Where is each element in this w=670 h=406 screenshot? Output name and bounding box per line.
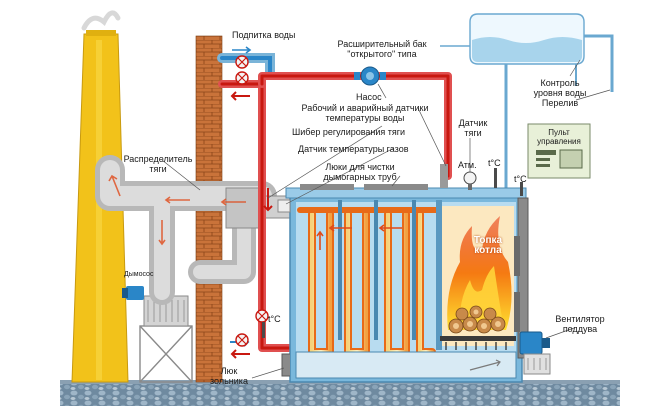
temp-label-return: t°C xyxy=(268,314,281,324)
control-panel-label-line2: управления xyxy=(537,137,581,146)
expansion-tank xyxy=(440,13,614,196)
temperature-sensor-icon xyxy=(262,164,523,338)
blower-fan-icon xyxy=(519,331,551,375)
water-feed-label: Подпитка воды xyxy=(232,30,296,40)
temp-label-top: t°C xyxy=(488,158,501,168)
level-control-label: Контроль уровня воды Перелив xyxy=(526,78,594,108)
control-panel-label: Пульт управления xyxy=(528,128,590,146)
overflow-label: Перелив xyxy=(541,98,579,108)
expansion-tank-label-line2: "открытого" типа xyxy=(347,49,417,59)
supply-pipe xyxy=(258,72,452,180)
smoke-exhauster-label: Дымосос xyxy=(124,271,154,278)
blower-fan-label-line1: Вентилятор xyxy=(555,314,605,324)
gas-temp-sensor-label: Датчик температуры газов xyxy=(298,144,409,154)
draft-distributor-label-line2: тяги xyxy=(149,164,167,174)
draft-sensor-label: Датчик тяги xyxy=(450,118,496,138)
draft-sensor-label-line1: Датчик xyxy=(458,118,488,128)
ash-hatch-label-line2: зольника xyxy=(210,376,248,386)
furnace-label-line1: Топка xyxy=(473,235,503,246)
atm-label: Атм. xyxy=(458,160,477,170)
control-panel-label-line1: Пульт xyxy=(548,128,570,137)
ground xyxy=(60,384,620,406)
draft-distributor-label-line1: Распределитель xyxy=(123,154,193,164)
flue-hatches xyxy=(300,184,428,190)
blower-fan-label-line2: поддува xyxy=(562,324,598,334)
flue-hatches-label-line1: Люки для чистки xyxy=(325,162,395,172)
smoke-exhauster-stand xyxy=(139,325,193,383)
smoke-exhauster-icon xyxy=(122,286,144,300)
chimney xyxy=(71,10,129,383)
flue-hatches-label-line2: дымогарных труб xyxy=(323,172,397,182)
expansion-tank-label-line1: Расширительный бак xyxy=(337,39,427,49)
pump-label: Насос xyxy=(356,92,382,102)
pump-icon xyxy=(354,66,386,86)
level-control-label-line1: Контроль xyxy=(540,78,580,88)
furnace-label: Топка котла xyxy=(466,236,510,256)
expansion-tank-label: Расширительный бак "открытого" типа xyxy=(318,39,446,59)
draft-sensor-label-line2: тяги xyxy=(464,128,482,138)
temp-label-right: t°C xyxy=(514,174,527,184)
draft-damper-label: Шибер регулирования тяги xyxy=(292,127,406,137)
ash-hatch-label-line1: Люк xyxy=(220,366,238,376)
draft-distributor-label: Распределитель тяги xyxy=(118,154,198,174)
ash-pit xyxy=(295,351,517,379)
ash-hatch-label: Люк зольника xyxy=(204,366,254,386)
water-temp-sensors-label-line2: температуры воды xyxy=(325,113,405,123)
level-control-label-line2: уровня воды xyxy=(533,88,587,98)
flue-hatches-label: Люки для чистки дымогарных труб xyxy=(312,162,408,182)
valve-icon xyxy=(235,55,269,347)
furnace xyxy=(440,206,516,350)
water-temp-sensors-label-line1: Рабочий и аварийный датчики xyxy=(301,103,429,113)
blower-fan-label: Вентилятор поддува xyxy=(550,314,610,334)
water-temp-sensors-label: Рабочий и аварийный датчики температуры … xyxy=(286,103,444,123)
furnace-label-line2: котла xyxy=(474,245,502,256)
